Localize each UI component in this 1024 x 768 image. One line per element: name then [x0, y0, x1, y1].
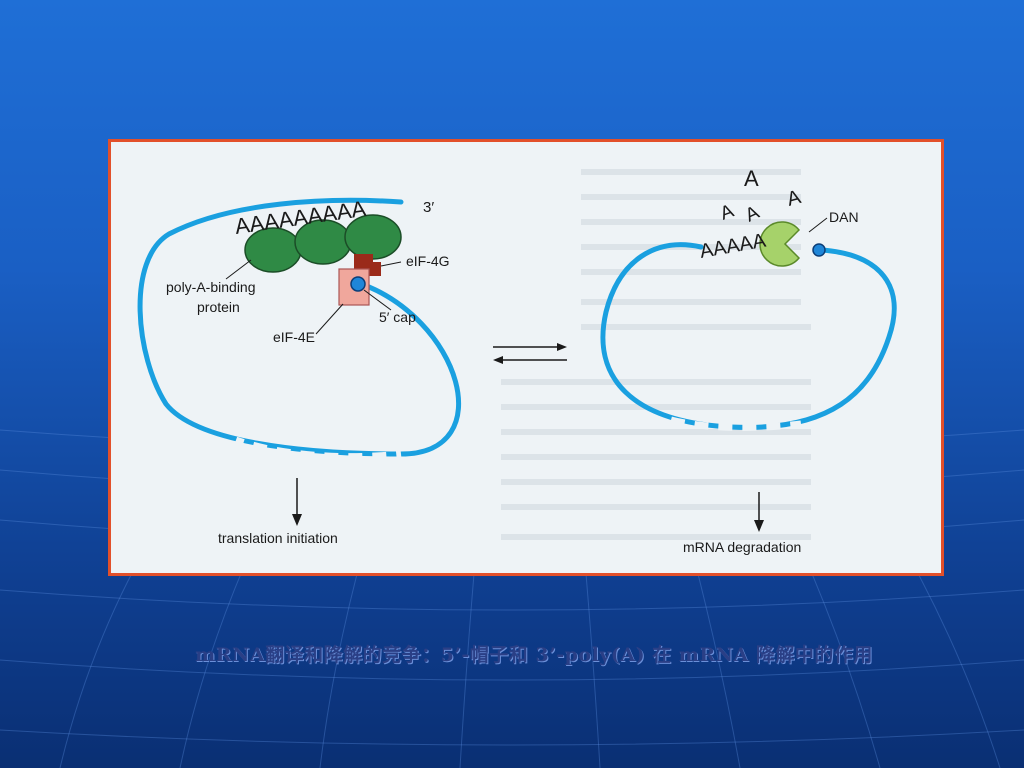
- released-a-2: A: [785, 186, 804, 211]
- three-prime-label: 3′: [423, 199, 434, 216]
- eif4g-protein: [354, 254, 381, 276]
- right-mrna-dashed-segment: [670, 416, 802, 431]
- short-poly-a-tail: AAAAA: [698, 230, 768, 263]
- left-mrna-dashed-segment: [234, 436, 402, 461]
- equilibrium-arrows: [493, 346, 567, 361]
- right-five-prime-cap: [812, 243, 826, 257]
- eif4g-label: eIF-4G: [406, 253, 450, 269]
- released-a-1: A: [744, 166, 759, 191]
- left-mrna-strand: [137, 197, 461, 457]
- eif4e-label: eIF-4E: [273, 329, 315, 345]
- dan-enzyme: [759, 221, 801, 267]
- dan-label: DAN: [829, 209, 859, 225]
- slide-caption: mRNA翻译和降解的竞争：5’-帽子和 3’-poly(A) 在 mRNA 降解…: [195, 644, 873, 666]
- five-prime-cap-label: 5′ cap: [379, 309, 416, 325]
- pabp-label-line2: protein: [197, 299, 240, 315]
- mrna-degradation-label: mRNA degradation: [683, 539, 801, 555]
- pabp-label-line1: poly-A-binding: [166, 279, 256, 295]
- figure-panel: AAAAAAAAA 3′ eIF-4G eIF-4E 5′ cap poly-A…: [108, 139, 944, 576]
- five-prime-cap: [350, 276, 366, 292]
- translation-initiation-label: translation initiation: [218, 530, 338, 546]
- mrna-diagram: AAAAAAAAA 3′ eIF-4G eIF-4E 5′ cap poly-A…: [137, 166, 897, 555]
